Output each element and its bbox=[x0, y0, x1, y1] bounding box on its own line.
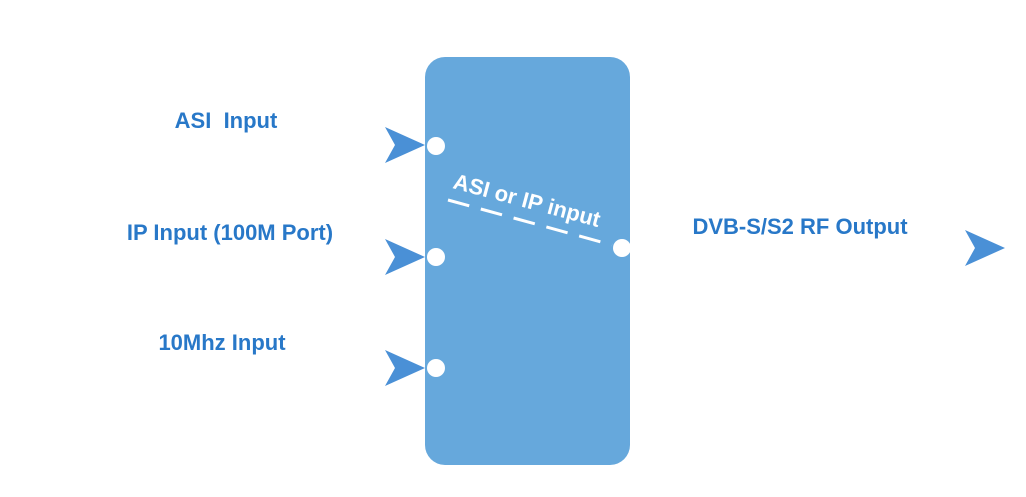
rf-output-label: DVB-S/S2 RF Output bbox=[692, 214, 908, 239]
device-box bbox=[425, 57, 630, 465]
10mhz-input-label: 10Mhz Input bbox=[158, 330, 286, 355]
asi-input-port bbox=[427, 137, 445, 155]
rf-output-arrow bbox=[618, 230, 1005, 266]
rf-output-port bbox=[613, 239, 631, 257]
asi-input-arrow bbox=[51, 127, 425, 163]
ip-input-port bbox=[427, 248, 445, 266]
ip-input-arrow bbox=[51, 239, 425, 275]
switch-dashed-line bbox=[447, 198, 613, 247]
asi-input-label: ASI Input bbox=[175, 108, 278, 133]
10mhz-input-port bbox=[427, 359, 445, 377]
ip-input-label: IP Input (100M Port) bbox=[127, 220, 333, 245]
10mhz-input-arrow bbox=[51, 350, 425, 386]
